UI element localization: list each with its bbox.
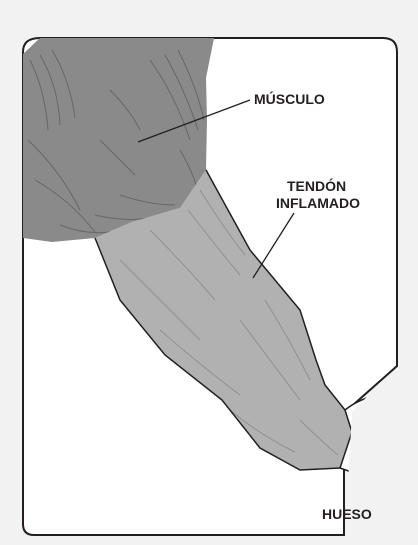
bone-label: HUESO: [322, 506, 372, 522]
tendon-label-line1: TENDÓN: [287, 177, 346, 194]
tendon-label-line2: INFLAMADO: [276, 195, 360, 211]
muscle-label: MÚSCULO: [254, 90, 325, 107]
